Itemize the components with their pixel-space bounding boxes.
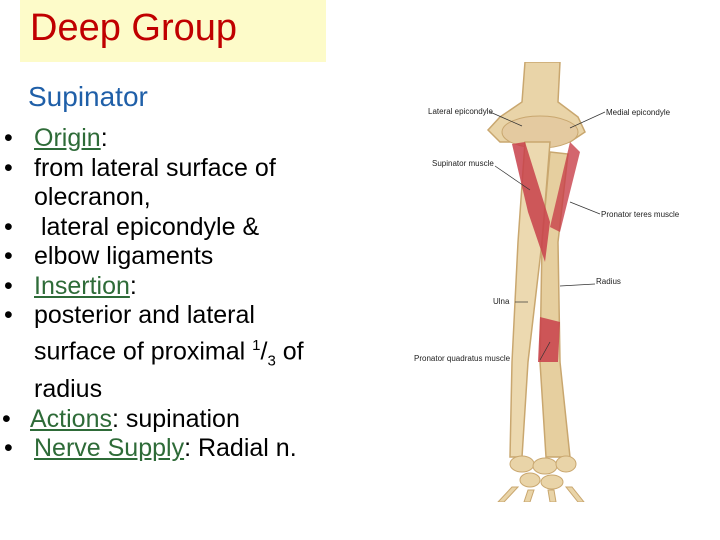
list-item-origin: • Origin: <box>0 124 400 154</box>
actions-link[interactable]: Actions <box>30 404 112 433</box>
label-ulna: Ulna <box>493 297 510 306</box>
forearm-anatomy-figure: Lateral epicondyle Medial epicondyle Sup… <box>414 62 680 502</box>
list-item-ligaments: • elbow ligaments <box>0 242 400 272</box>
bullet-dot: • <box>4 434 13 463</box>
insertion-link[interactable]: Insertion <box>34 271 130 300</box>
origin-line-1-cont: olecranon, <box>34 183 151 211</box>
fraction-numerator: 1 <box>252 336 261 354</box>
list-item-insertion: • Insertion: <box>0 272 400 302</box>
insertion-cont-a: surface of proximal <box>34 336 253 365</box>
title-banner <box>20 0 326 62</box>
leader-lateral-epicondyle <box>489 111 523 127</box>
origin-line-2: lateral epicondyle & <box>34 212 260 241</box>
bullet-dot: • <box>4 301 13 329</box>
muscle-details-list: • Origin: • from lateral surface of olec… <box>0 124 400 464</box>
supinator-muscle <box>512 142 550 262</box>
origin-line-3: elbow ligaments <box>34 242 214 270</box>
bullet-dot: • <box>2 404 11 433</box>
leader-supinator <box>494 165 531 191</box>
label-pronator-quadratus: Pronator quadratus muscle <box>414 354 511 363</box>
label-radius: Radius <box>596 277 621 286</box>
bullet-dot: • <box>4 124 13 152</box>
bullet-dot: • <box>4 271 13 300</box>
colon: : <box>100 124 108 152</box>
actions-text: : supination <box>111 404 240 433</box>
label-supinator-muscle: Supinator muscle <box>432 159 494 168</box>
leader-radius <box>559 283 596 287</box>
colon: : <box>129 271 137 300</box>
insertion-cont-b: of <box>275 336 304 365</box>
label-medial-epicondyle: Medial epicondyle <box>606 108 671 117</box>
slide-title: Deep Group <box>30 7 238 49</box>
bullet-dot: • <box>4 212 13 241</box>
leader-pronator-teres <box>569 201 601 215</box>
origin-link[interactable]: Origin <box>34 124 101 152</box>
leader-pronator-quadratus <box>539 341 551 361</box>
carpal-bones <box>509 455 577 490</box>
pronator-quadratus-muscle <box>538 317 560 362</box>
muscle-name: Supinator <box>28 81 148 112</box>
origin-line-1: from lateral surface of <box>34 153 276 182</box>
list-item-actions: • Actions: supination <box>0 405 400 435</box>
list-item-origin-surface: • from lateral surface of olecranon, <box>0 154 400 213</box>
fraction-denominator: 3 <box>267 351 276 369</box>
list-item-epicondyle: • lateral epicondyle & <box>0 213 400 243</box>
fraction-separator: / <box>260 336 268 365</box>
bullet-dot: • <box>4 242 13 270</box>
bullet-dot: • <box>4 153 13 182</box>
nerve-text: : Radial n. <box>184 434 297 463</box>
label-pronator-teres: Pronator teres muscle <box>601 210 680 219</box>
insertion-line-1: posterior and lateral <box>34 301 255 329</box>
leader-medial-epicondyle <box>569 111 606 129</box>
list-item-nerve: • Nerve Supply: Radial n. <box>0 434 400 464</box>
nerve-supply-link[interactable]: Nerve Supply <box>34 434 185 463</box>
insertion-cont-2: radius <box>34 375 103 404</box>
label-lateral-epicondyle: Lateral epicondyle <box>428 107 493 116</box>
pronator-teres-muscle <box>550 142 580 232</box>
metacarpal-bones <box>497 486 585 502</box>
list-item-insertion-detail: • posterior and lateral surface of proxi… <box>0 301 400 405</box>
